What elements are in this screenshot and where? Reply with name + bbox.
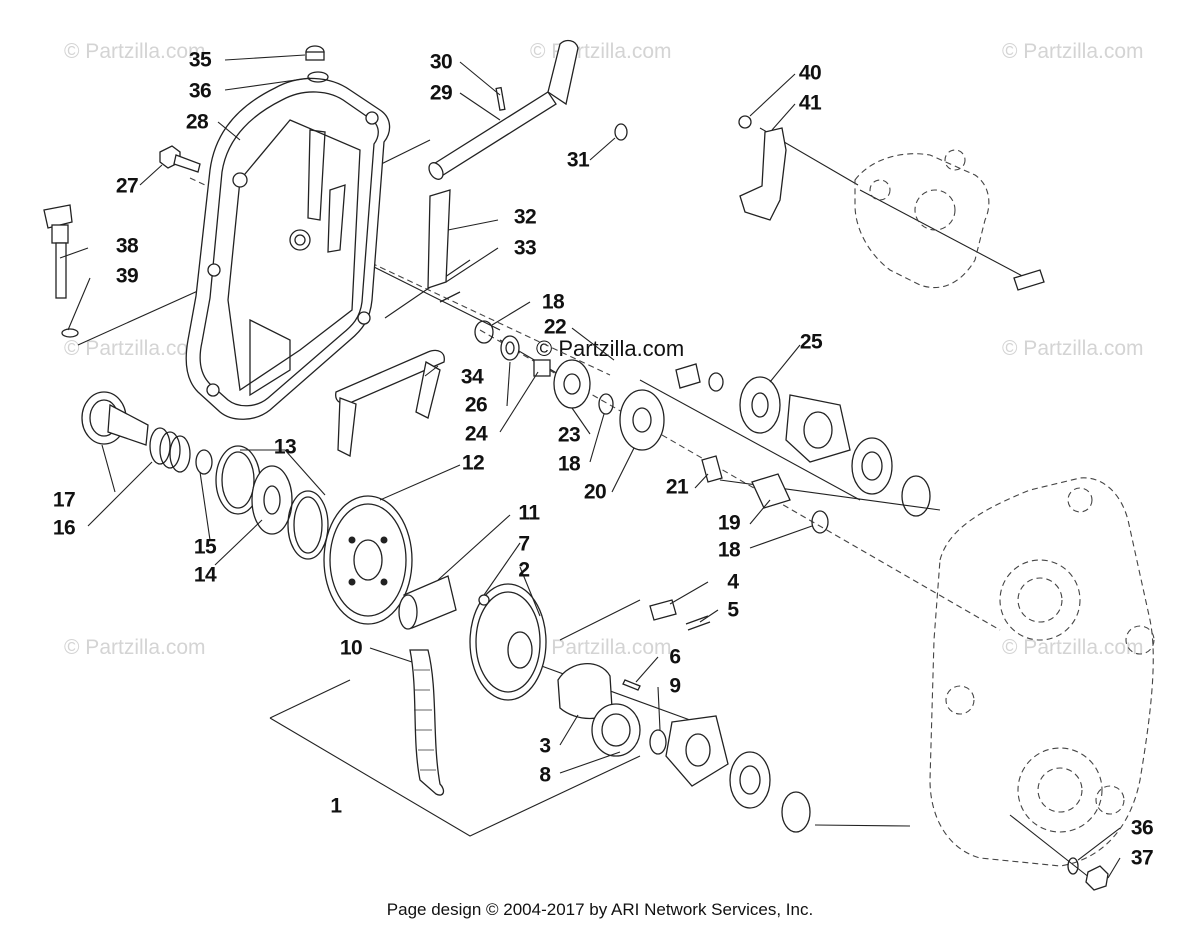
callout-34[interactable]: 34 <box>460 365 484 389</box>
washers <box>215 445 329 560</box>
callout-31[interactable]: 31 <box>566 148 590 172</box>
shift-fork <box>335 349 445 457</box>
callout-18[interactable]: 18 <box>557 452 581 476</box>
dipstick <box>43 204 79 338</box>
callout-20[interactable]: 20 <box>583 480 607 504</box>
callout-6[interactable]: 6 <box>669 645 681 669</box>
drive-chain <box>409 649 445 796</box>
spring <box>149 427 191 473</box>
upper-sprocket <box>323 495 413 625</box>
callout-8[interactable]: 8 <box>539 763 551 787</box>
callout-35[interactable]: 35 <box>188 48 212 72</box>
callout-30[interactable]: 30 <box>429 50 453 74</box>
drain-plug <box>1067 857 1109 891</box>
callout-9[interactable]: 9 <box>669 674 681 698</box>
splined-hub <box>398 575 457 630</box>
callout-29[interactable]: 29 <box>429 81 453 105</box>
cam-plate <box>557 663 667 757</box>
driven-cam <box>81 391 149 446</box>
callout-33[interactable]: 33 <box>513 236 537 260</box>
callout-1[interactable]: 1 <box>330 794 342 818</box>
lower-bearing-stack <box>665 715 811 833</box>
callout-39[interactable]: 39 <box>115 264 139 288</box>
cover-bolt <box>159 145 201 173</box>
watermark: © Partzilla.com <box>1002 636 1144 659</box>
callout-16[interactable]: 16 <box>52 516 76 540</box>
callout-10[interactable]: 10 <box>339 636 363 660</box>
callout-36[interactable]: 36 <box>1130 816 1154 840</box>
shift-lever <box>738 115 787 221</box>
callout-38[interactable]: 38 <box>115 234 139 258</box>
callout-36[interactable]: 36 <box>188 79 212 103</box>
callout-25[interactable]: 25 <box>799 330 823 354</box>
callout-14[interactable]: 14 <box>193 563 217 587</box>
detent <box>649 599 711 631</box>
callout-26[interactable]: 26 <box>464 393 488 417</box>
middle-shaft-parts <box>474 320 829 534</box>
watermark: © Partzilla.com <box>1002 40 1144 63</box>
callout-22[interactable]: 22 <box>543 315 567 339</box>
callout-40[interactable]: 40 <box>798 61 822 85</box>
callout-15[interactable]: 15 <box>193 535 217 559</box>
gearcase-housing <box>929 477 1155 867</box>
right-gear-stack <box>675 363 931 517</box>
watermark: © Partzilla.com <box>64 40 206 63</box>
callout-4[interactable]: 4 <box>727 570 739 594</box>
callout-13[interactable]: 13 <box>273 435 297 459</box>
snap-ring <box>195 449 213 475</box>
callout-18[interactable]: 18 <box>541 290 565 314</box>
callout-17[interactable]: 17 <box>52 488 76 512</box>
callout-12[interactable]: 12 <box>461 451 485 475</box>
callout-3[interactable]: 3 <box>539 734 551 758</box>
cover-plate <box>427 189 461 303</box>
callout-leaders <box>59 54 1121 879</box>
callout-11[interactable]: 11 <box>518 501 540 525</box>
lower-sprocket <box>469 583 547 701</box>
callout-28[interactable]: 28 <box>185 110 209 134</box>
callout-41[interactable]: 41 <box>798 91 822 115</box>
watermark: © Partzilla.com <box>1002 337 1144 360</box>
watermark: © Partzilla.com <box>64 636 206 659</box>
watermark: © Partzilla.com <box>530 636 672 659</box>
callout-7[interactable]: 7 <box>518 532 530 556</box>
page-footer: Page design © 2004-2017 by ARI Network S… <box>386 900 814 919</box>
callout-24[interactable]: 24 <box>464 422 488 446</box>
callout-21[interactable]: 21 <box>665 475 689 499</box>
gearcase-upper <box>854 149 1045 291</box>
watermark: © Partzilla.com <box>64 337 206 360</box>
assembly-bracket <box>269 599 641 837</box>
callout-23[interactable]: 23 <box>557 423 581 447</box>
callout-18[interactable]: 18 <box>717 538 741 562</box>
callout-2[interactable]: 2 <box>518 558 530 582</box>
callout-32[interactable]: 32 <box>513 205 537 229</box>
callout-19[interactable]: 19 <box>717 511 741 535</box>
chaincase-cover <box>185 77 391 420</box>
fill-cap <box>305 45 329 83</box>
callout-27[interactable]: 27 <box>115 174 139 198</box>
callout-37[interactable]: 37 <box>1130 846 1154 870</box>
callout-5[interactable]: 5 <box>727 598 739 622</box>
shift-shaft <box>428 39 628 180</box>
